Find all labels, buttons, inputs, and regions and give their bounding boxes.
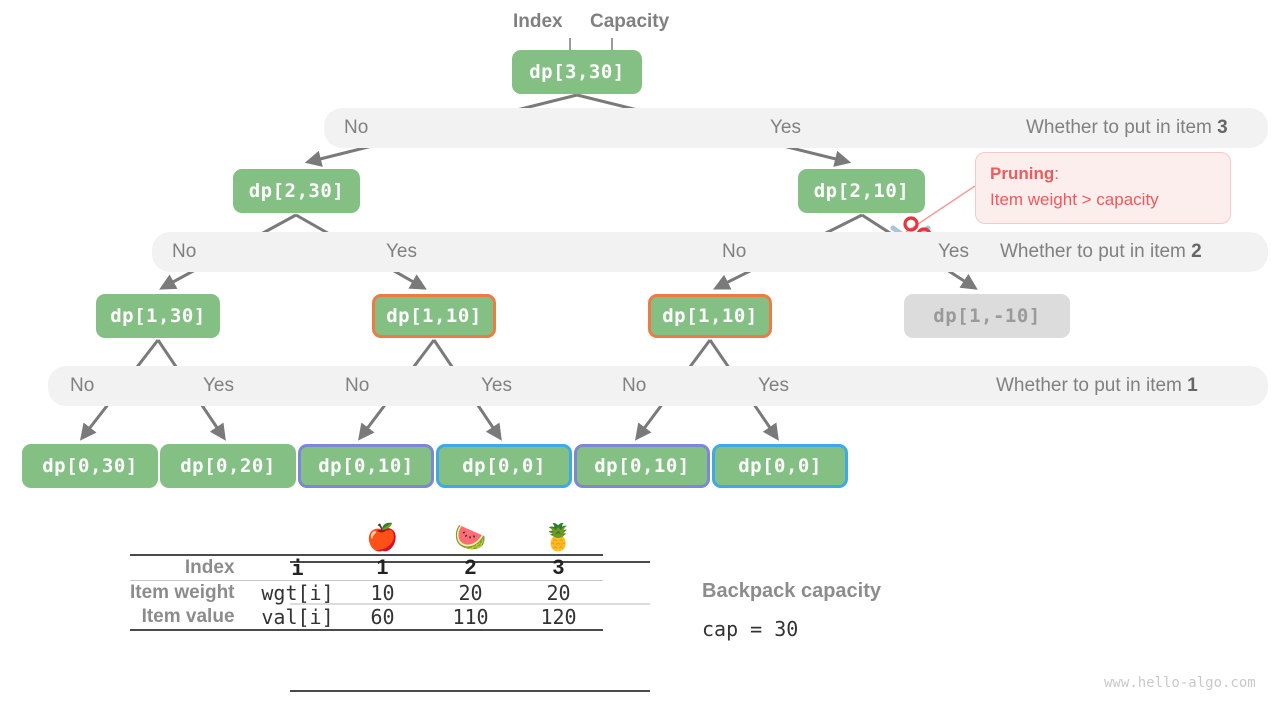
pruning-reason: Item weight > capacity	[990, 190, 1159, 209]
label-capacity: Capacity	[590, 11, 670, 32]
decision-band-item1	[48, 366, 1268, 406]
band3-choice-no: No	[344, 117, 369, 138]
band2-row-label: Whether to put in item 2	[1000, 232, 1202, 272]
band2-choice-yes-2: Yes	[938, 241, 969, 262]
band2-row-label-item: 2	[1191, 241, 1202, 262]
row-key-value: val[i]	[256, 605, 339, 631]
band1-choice-no-3: No	[622, 375, 647, 396]
tree-leaf-dp-0-0-b[interactable]: dp[0,0]	[712, 444, 848, 488]
table-row-emoji: 🍎 🍉 🍍	[130, 520, 603, 555]
item-spec-table: 🍎 🍉 🍍 Index i 1 2 3 Item weight wgt[i] 1…	[130, 520, 603, 631]
tree-leaf-dp-0-30[interactable]: dp[0,30]	[22, 444, 158, 488]
decision-band-item3	[324, 108, 1268, 148]
table-row-index: Index i 1 2 3	[130, 554, 603, 581]
pruning-title-line: Pruning:	[990, 161, 1216, 187]
pruning-colon: :	[1054, 164, 1059, 183]
band2-choice-no-2: No	[722, 241, 747, 262]
tree-leaf-dp-0-0-a[interactable]: dp[0,0]	[436, 444, 572, 488]
band1-choice-no-2: No	[345, 375, 370, 396]
watermark: www.hello-algo.com	[1104, 675, 1256, 691]
band1-row-label: Whether to put in item 1	[996, 366, 1198, 406]
row-key-weight: wgt[i]	[256, 580, 339, 605]
band3-row-label: Whether to put in item 3	[1026, 108, 1228, 148]
tree-node-dp-1-neg10[interactable]: dp[1,-10]	[904, 294, 1070, 338]
tree-node-root[interactable]: dp[3,30]	[512, 50, 642, 94]
tree-node-dp-1-30[interactable]: dp[1,30]	[96, 294, 220, 338]
band2-row-label-text: Whether to put in item	[1000, 241, 1192, 262]
spec-table: 🍎 🍉 🍍 Index i 1 2 3 Item weight wgt[i] 1…	[130, 520, 603, 631]
tree-node-dp-2-10[interactable]: dp[2,10]	[798, 169, 925, 213]
band2-choice-yes-1: Yes	[386, 241, 417, 262]
value-value-1: 60	[338, 605, 427, 631]
label-index: Index	[513, 11, 563, 32]
row-head-index: Index	[130, 554, 257, 581]
row-head-value: Item value	[130, 605, 257, 631]
band1-row-label-text: Whether to put in item	[996, 375, 1188, 396]
value-value-3: 120	[514, 605, 603, 631]
tree-leaf-dp-0-10-a[interactable]: dp[0,10]	[298, 444, 434, 488]
emoji-row-key-spacer	[257, 520, 339, 555]
band1-choice-no-1: No	[70, 375, 95, 396]
pineapple-icon: 🍍	[542, 522, 575, 552]
band3-choice-yes: Yes	[770, 117, 801, 138]
watermelon-icon: 🍉	[454, 522, 487, 552]
tree-node-dp-1-10-a[interactable]: dp[1,10]	[372, 294, 496, 338]
band1-row-label-item: 1	[1187, 375, 1198, 396]
band1-choice-yes-1: Yes	[203, 375, 234, 396]
index-value-1: 1	[338, 554, 427, 581]
table-row-weight: Item weight wgt[i] 10 20 20	[130, 580, 603, 605]
band3-row-label-text: Whether to put in item	[1026, 117, 1218, 138]
decision-band-item2	[152, 232, 1268, 272]
row-key-index: i	[256, 554, 339, 581]
tree-node-dp-2-30[interactable]: dp[2,30]	[233, 169, 360, 213]
band3-row-label-item: 3	[1217, 117, 1228, 138]
apple-icon: 🍎	[366, 522, 399, 552]
capacity-title: Backpack capacity	[702, 580, 882, 602]
band1-choice-yes-2: Yes	[481, 375, 512, 396]
pruning-title: Pruning	[990, 164, 1055, 183]
tree-node-dp-1-10-b[interactable]: dp[1,10]	[648, 294, 772, 338]
tree-leaf-dp-0-10-b[interactable]: dp[0,10]	[574, 444, 710, 488]
weight-value-2: 20	[426, 580, 515, 605]
table-row-value: Item value val[i] 60 110 120	[130, 605, 603, 631]
row-head-weight: Item weight	[130, 580, 257, 605]
tree-leaf-dp-0-20[interactable]: dp[0,20]	[160, 444, 296, 488]
band2-choice-no-1: No	[172, 241, 197, 262]
index-value-2: 2	[426, 554, 515, 581]
weight-value-1: 10	[338, 580, 427, 605]
value-value-2: 110	[426, 605, 515, 631]
weight-value-3: 20	[514, 580, 603, 605]
pruning-callout: Pruning: Item weight > capacity	[975, 152, 1231, 224]
capacity-value: cap = 30	[702, 617, 799, 641]
band1-choice-yes-3: Yes	[758, 375, 789, 396]
index-value-3: 3	[514, 554, 603, 581]
emoji-row-spacer	[130, 520, 257, 555]
